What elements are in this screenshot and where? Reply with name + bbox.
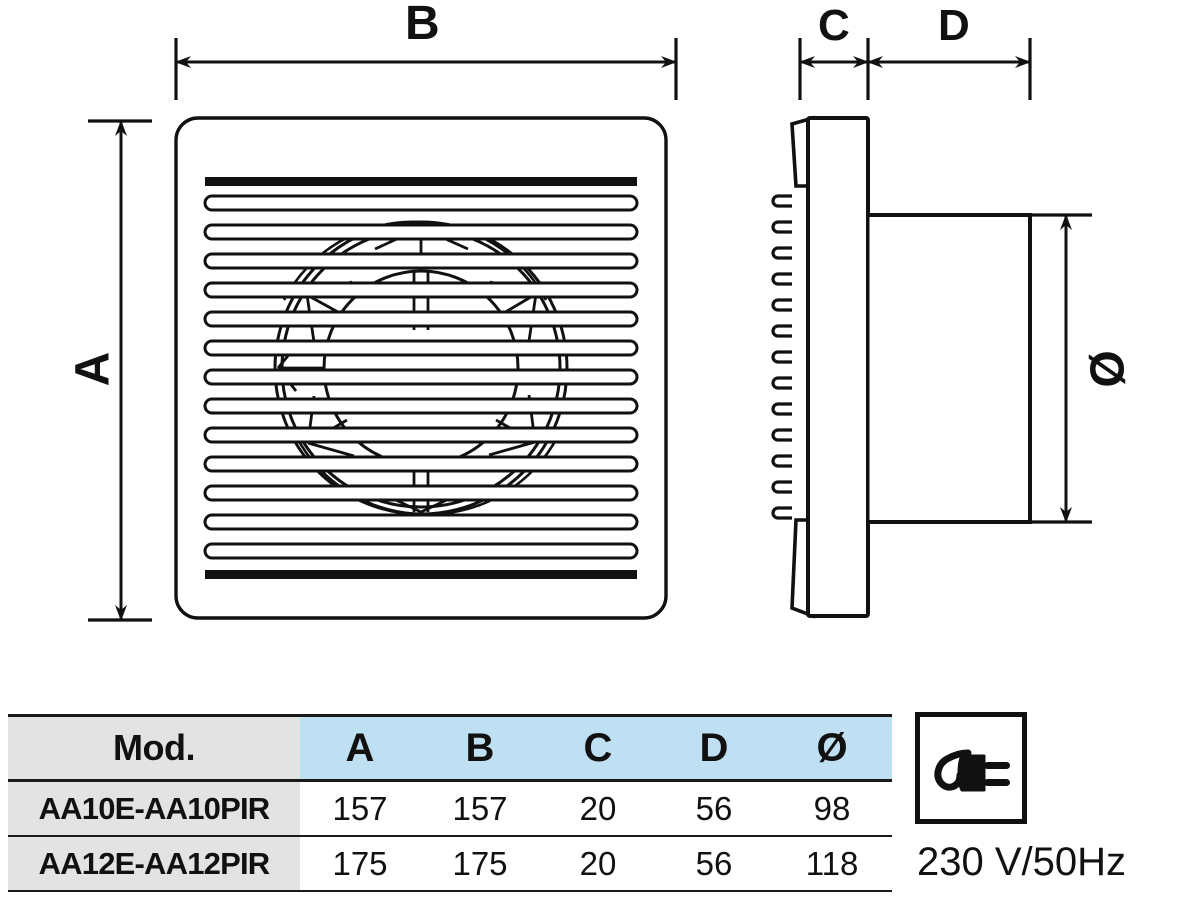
power-plug-icon	[934, 749, 1010, 792]
plug-icon-box	[915, 712, 1027, 824]
row-value-d: 56	[656, 836, 772, 892]
header-d: D	[656, 714, 772, 782]
row-value-b: 175	[420, 836, 540, 892]
header-c: C	[540, 714, 656, 782]
row-value-diameter: 98	[772, 780, 892, 837]
row-value-a: 175	[300, 836, 420, 892]
header-a: A	[300, 714, 420, 782]
dimension-label-diameter: Ø	[1081, 350, 1135, 388]
dimension-label-d: D	[938, 1, 970, 50]
table-row: AA10E-AA10PIR 157 157 20 56 98	[8, 780, 892, 837]
side-louver-teeth	[771, 194, 792, 520]
dimension-diameter	[1030, 213, 1092, 524]
technical-drawing	[88, 38, 1092, 622]
louver-top-bar	[205, 177, 637, 186]
dimension-label-a: A	[66, 351, 120, 387]
row-value-b: 157	[420, 780, 540, 837]
row-value-c: 20	[540, 836, 656, 892]
dimension-label-b: B	[405, 0, 440, 50]
dimension-c	[798, 38, 870, 100]
voltage-label: 230 V/50Hz	[917, 840, 1127, 884]
dimension-a	[88, 119, 152, 622]
dimension-d	[867, 38, 1032, 100]
header-b: B	[420, 714, 540, 782]
header-model: Mod.	[8, 714, 300, 782]
row-model: AA10E-AA10PIR	[8, 780, 300, 837]
table-row: AA12E-AA12PIR 175 175 20 56 118	[8, 836, 892, 892]
row-value-a: 157	[300, 780, 420, 837]
dimension-label-c: C	[818, 1, 850, 50]
row-value-c: 20	[540, 780, 656, 837]
specification-table: Mod. A B C D Ø AA10E-AA10PIR 157 157 20 …	[8, 714, 892, 892]
table-header-row: Mod. A B C D Ø	[8, 714, 892, 782]
row-model: AA12E-AA12PIR	[8, 836, 300, 892]
header-diameter: Ø	[772, 714, 892, 782]
side-view	[771, 115, 1032, 619]
dimension-b	[174, 38, 678, 100]
row-value-d: 56	[656, 780, 772, 837]
front-view	[174, 116, 668, 620]
grille-louvers	[203, 177, 639, 579]
side-faceplate-body	[806, 116, 870, 618]
row-value-diameter: 118	[772, 836, 892, 892]
louver-bottom-bar	[205, 570, 637, 579]
power-info-block: 230 V/50Hz	[915, 712, 1190, 892]
duct-spigot	[868, 213, 1032, 524]
